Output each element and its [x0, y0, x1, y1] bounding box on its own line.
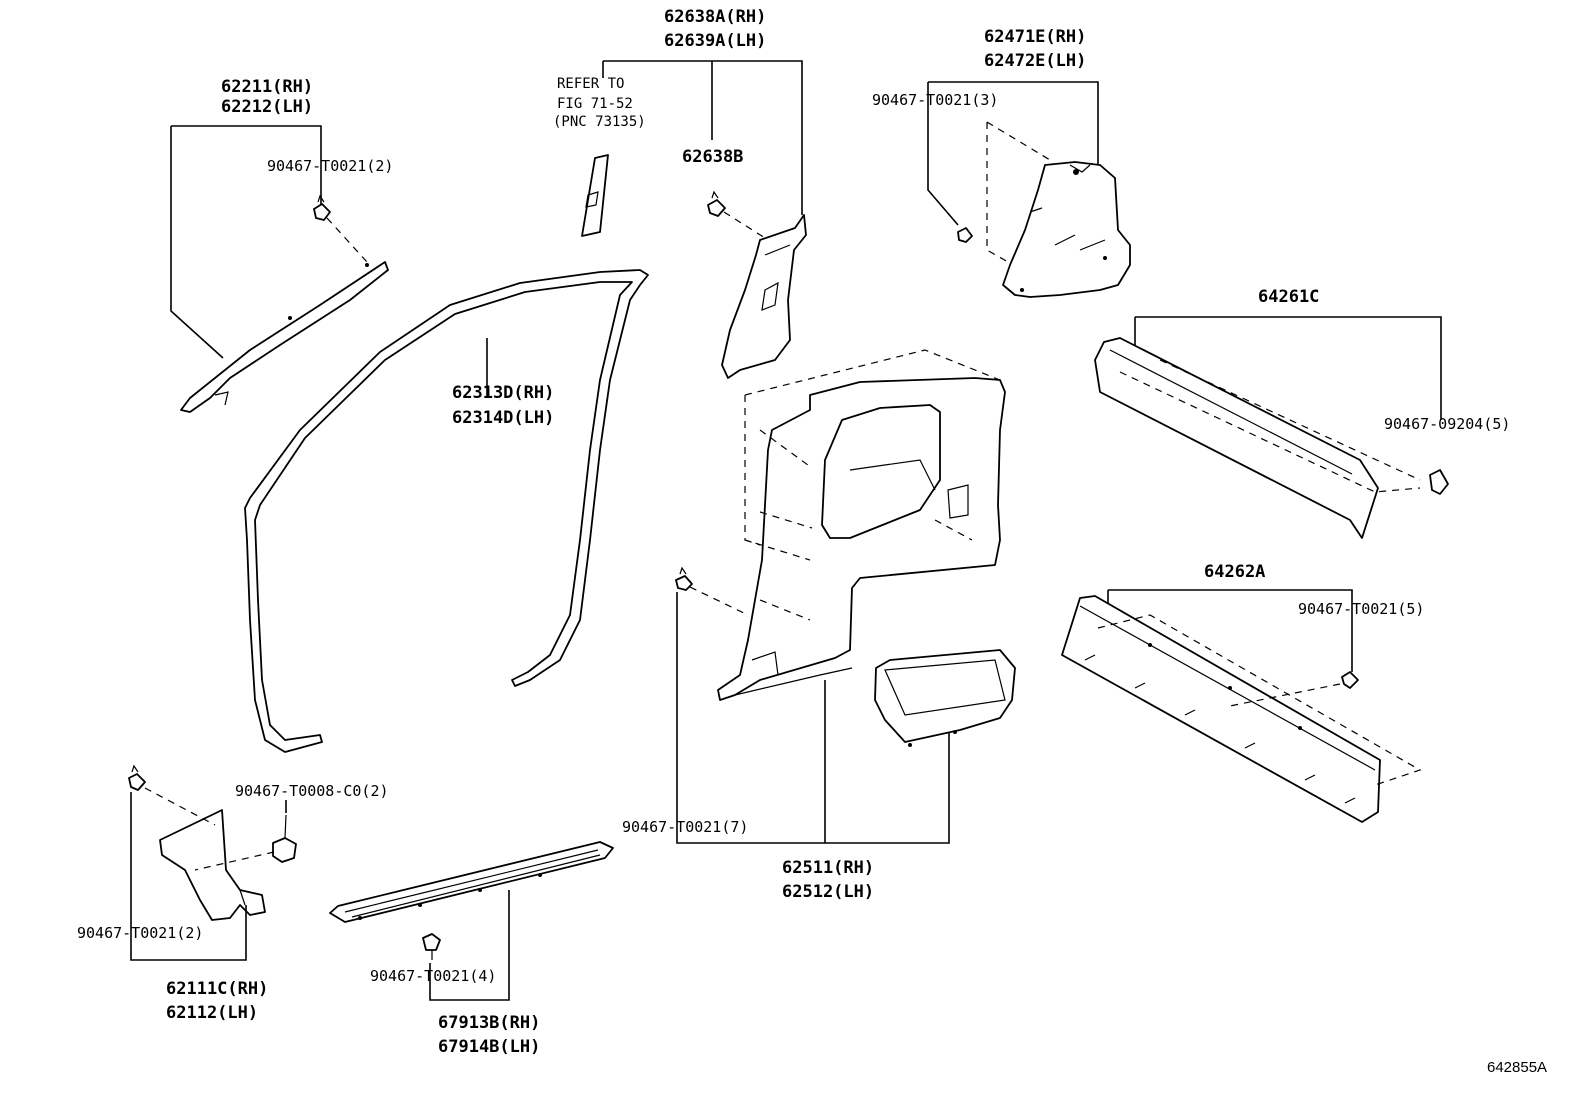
clip-quarter [675, 566, 693, 591]
label-67913b: 67913B(RH) [438, 1013, 540, 1033]
label-62638a: 62638A(RH) [664, 7, 766, 27]
label-62512: 62512(LH) [782, 882, 874, 902]
label-62111c: 62111C(RH) [166, 979, 268, 999]
label-62639a: 62639A(LH) [664, 31, 766, 51]
refer-to-label: REFER TO [557, 76, 624, 92]
label-62314d: 62314D(LH) [452, 408, 554, 428]
upper-quarter-trim [1002, 161, 1131, 298]
front-pillar-garnish [180, 261, 389, 413]
label-62511: 62511(RH) [782, 858, 874, 878]
clip-a-pillar [313, 194, 331, 221]
label-62112: 62112(LH) [166, 1003, 258, 1023]
door-opening-weatherstrip [244, 269, 649, 753]
center-pillar-garnish [721, 214, 807, 379]
clip-64261c [1429, 469, 1449, 495]
label-clip-a-pillar: 90467-T0021(2) [267, 157, 393, 175]
label-62211: 62211(RH) [221, 77, 313, 97]
storage-box [874, 649, 1016, 747]
label-67914b: 67914B(LH) [438, 1037, 540, 1057]
clip-upper-quarter [957, 227, 973, 243]
label-clip-quarter: 90467-T0021(7) [622, 818, 748, 836]
label-clip-cowl: 90467-T0021(2) [77, 924, 203, 942]
label-clip-scuff: 90467-T0021(4) [370, 967, 496, 985]
illustration-id: 642855A [1487, 1059, 1547, 1076]
label-62313d: 62313D(RH) [452, 383, 554, 403]
label-clip-cowl-c0: 90467-T0008-C0(2) [235, 782, 389, 800]
label-clip-64262a: 90467-T0021(5) [1298, 600, 1424, 618]
label-62471e: 62471E(RH) [984, 27, 1086, 47]
refer-fig-label: FIG 71-52 [557, 96, 633, 112]
label-62212: 62212(LH) [221, 97, 313, 117]
trim-panel-64262a [1061, 595, 1381, 823]
refer-pnc-label: (PNC 73135) [553, 114, 646, 130]
clip-62638b [707, 190, 726, 217]
cowl-side-trim [159, 809, 266, 921]
label-62472e: 62472E(LH) [984, 51, 1086, 71]
clip-64262a [1341, 671, 1359, 689]
clip-scuff [422, 933, 441, 960]
label-62638b: 62638B [682, 147, 743, 167]
trim-panel-64261c [1094, 337, 1379, 539]
quarter-trim-panel [717, 377, 1006, 701]
label-64262a: 64262A [1204, 562, 1265, 582]
label-clip-64261c: 90467-09204(5) [1384, 415, 1510, 433]
label-clip-quarter-upper: 90467-T0021(3) [872, 91, 998, 109]
seat-belt-trim-reference [581, 154, 609, 237]
clip-cowl [128, 764, 146, 791]
label-64261c: 64261C [1258, 287, 1319, 307]
clip-cowl-c0 [272, 814, 297, 863]
scuff-plate [329, 841, 614, 923]
